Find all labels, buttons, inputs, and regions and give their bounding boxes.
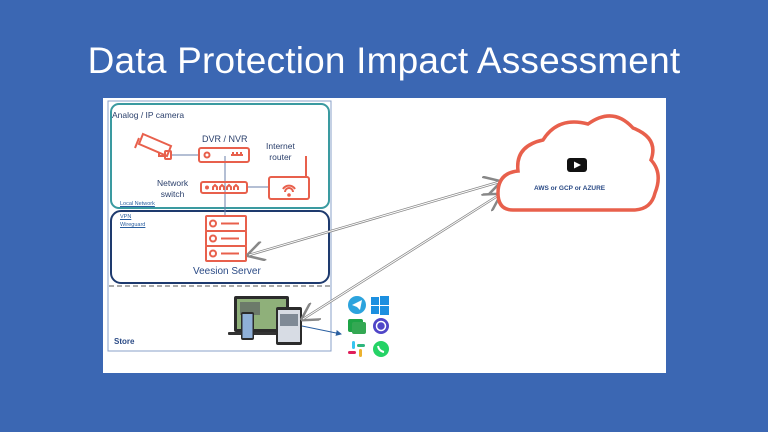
slack-icon bbox=[348, 341, 365, 357]
cloud-label: AWS or GCP or AZURE bbox=[534, 185, 606, 192]
store-label: Store bbox=[114, 337, 135, 346]
telegram-icon bbox=[348, 296, 366, 314]
devices-icon bbox=[228, 296, 302, 345]
google-chat-icon bbox=[348, 319, 366, 334]
dvr-icon bbox=[198, 147, 250, 163]
whatsapp-icon bbox=[373, 341, 389, 357]
vpn-link[interactable]: VPN bbox=[120, 214, 132, 220]
slide-title: Data Protection Impact Assessment bbox=[87, 40, 681, 81]
windows-icon bbox=[371, 296, 389, 315]
switch-label: Network switch bbox=[157, 178, 189, 199]
server-label: Veesion Server bbox=[193, 266, 261, 277]
local-network-box bbox=[110, 103, 330, 209]
diagram-canvas bbox=[107, 100, 660, 357]
camera-icon bbox=[134, 132, 173, 160]
workplace-icon bbox=[373, 318, 389, 334]
devices-apps-arrow bbox=[301, 325, 342, 336]
play-icon bbox=[567, 158, 587, 172]
dvr-label: DVR / NVR bbox=[202, 134, 248, 144]
network-switch-icon bbox=[200, 181, 248, 194]
diagram-panel: Analog / IP camera DVR / NVR Internet ro… bbox=[103, 98, 666, 373]
wireguard-link[interactable]: Wireguard bbox=[120, 222, 146, 228]
router-label: Internet router bbox=[266, 141, 295, 162]
camera-label: Analog / IP camera bbox=[112, 110, 185, 120]
local-network-link[interactable]: Local Network bbox=[120, 201, 155, 207]
server-icon bbox=[205, 215, 247, 262]
